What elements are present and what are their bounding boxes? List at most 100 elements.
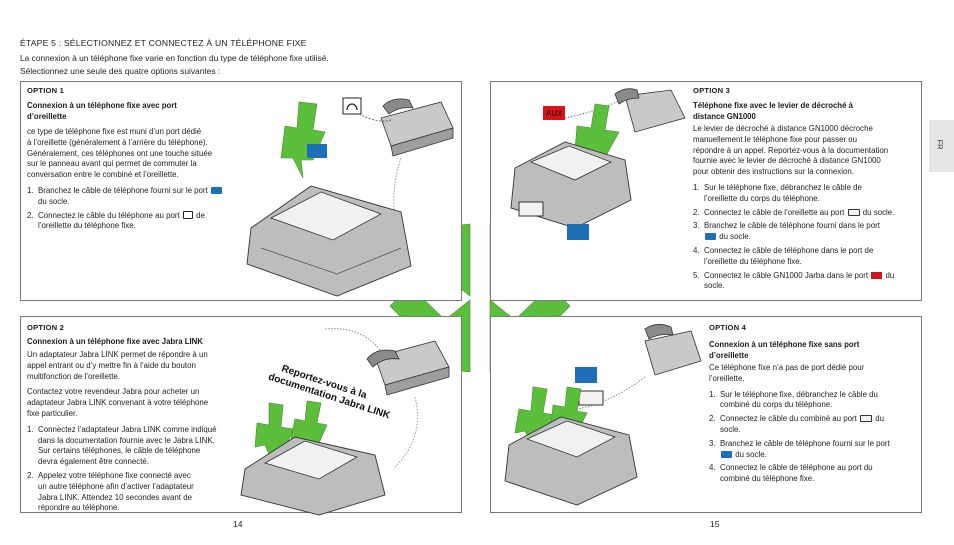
phone-port-icon <box>210 186 222 194</box>
step-text: Sur le téléphone fixe, débranchez le câb… <box>720 389 878 399</box>
step-item: 2.Connectez le câble de l’oreillette au … <box>693 207 895 217</box>
language-label: FR <box>935 139 945 150</box>
aux-port-icon <box>871 271 883 279</box>
step-text: Connectez le câble du téléphone au port <box>38 210 180 220</box>
para-line: Un adaptateur Jabra LINK permet de répon… <box>27 350 208 359</box>
step-title: ÉTAPE 5 : SÉLECTIONNEZ ET CONNECTEZ À UN… <box>20 38 307 48</box>
option1-heading: Connexion à un téléphone fixe avec port … <box>27 100 177 122</box>
base-station-icon <box>504 416 638 506</box>
handset-port-badge <box>518 201 544 217</box>
headset-port-icon <box>182 210 193 219</box>
headset-port-symbol <box>342 97 362 115</box>
step-text: Connectez le câble GN1000 Jarba dans le … <box>704 270 869 280</box>
step-text: du socle. <box>735 449 767 459</box>
para-line: adaptateur Jabra LINK convenant à votre … <box>27 398 209 408</box>
desc-line: manuellement le téléphone fixe pour pass… <box>693 134 858 144</box>
step-text: du socle. <box>719 232 751 242</box>
base-station-icon <box>246 185 412 297</box>
option4-illustration <box>504 324 702 506</box>
step-text: Branchez le câble de téléphone fourni su… <box>38 185 208 195</box>
green-arrow <box>280 101 326 179</box>
step-item: 1.Sur le téléphone fixe, débranchez le c… <box>709 389 878 410</box>
desk-phone-icon <box>380 98 454 157</box>
phone-port-badge <box>567 224 589 240</box>
step-text: Sur le téléphone fixe, débranchez le câb… <box>704 182 862 192</box>
desk-phone-icon <box>644 324 702 376</box>
handset-port-icon <box>847 208 860 216</box>
step-item: 4.Connectez le câble de téléphone au por… <box>709 463 873 484</box>
option4-panel: OPTION 4 Connexion à un téléphone fixe s… <box>490 316 922 513</box>
page-number-left: 14 <box>233 519 243 529</box>
step-text: du socle. <box>38 196 70 206</box>
callout-text: Reportez-vous à la documentation Jabra L… <box>267 363 392 421</box>
step-item: 1.Branchez le câble de téléphone fourni … <box>27 186 267 208</box>
desc-line: à l’oreillette (généralement à l’arrière… <box>27 137 208 147</box>
intro-line: La connexion à un téléphone fixe varie e… <box>20 53 329 63</box>
step-item: 2.Connectez le câble du téléphone au por… <box>27 210 205 231</box>
step-text: combiné du corps du téléphone. <box>720 400 833 410</box>
desc-line: conversation entre le combiné et l’oreil… <box>27 170 179 180</box>
step-text: combiné du téléphone fixe. <box>720 474 815 484</box>
step-text: Branchez le câble de téléphone fourni su… <box>720 438 890 448</box>
phone-port-badge <box>307 144 327 158</box>
desk-phone-icon <box>614 88 686 133</box>
heading-line: Connexion à un téléphone fixe sans port <box>709 340 860 349</box>
option2-body: Un adaptateur Jabra LINK permet de répon… <box>27 350 267 514</box>
phone-port-icon <box>721 450 732 458</box>
option3-illustration: AUX <box>510 88 686 240</box>
step-item: 3.Branchez le câble de téléphone fourni … <box>709 438 890 459</box>
desc-line: fournie avec le levier de décroché à dis… <box>693 156 881 166</box>
step-text: Connectez le câble de téléphone au port … <box>720 463 873 473</box>
aux-label: AUX <box>546 109 563 118</box>
step-text: Connectez le câble de l’oreillette au po… <box>704 207 845 217</box>
option2-panel: OPTION 2 Connexion à un téléphone fixe a… <box>20 316 462 516</box>
desc-line: Le levier de décroché à distance GN1000 … <box>693 124 873 133</box>
step-item: 5.Connectez le câble GN1000 Jarba dans l… <box>693 270 895 291</box>
step-text: Branchez le câble de téléphone fourni da… <box>704 221 880 231</box>
phone-port-badge <box>575 367 597 383</box>
option4-body: Ce téléphone fixe n’a pas de port dédié … <box>709 363 919 485</box>
intro-text: La connexion à un téléphone fixe varie e… <box>20 52 329 78</box>
heading-line: distance GN1000 <box>693 112 756 121</box>
desc-line: Ce téléphone fixe n’a pas de port dédié … <box>709 363 865 372</box>
step-text: devra également être connecté. <box>38 457 149 467</box>
step-text: un autre téléphone afin d’activer l’adap… <box>38 481 194 491</box>
option2-label: OPTION 2 <box>27 323 65 332</box>
step-item: 1.Sur le téléphone fixe, débranchez le c… <box>693 182 862 203</box>
step-text: du <box>875 414 885 424</box>
option2-heading: Connexion à un téléphone fixe avec Jabra… <box>27 337 203 346</box>
step-text: Appelez votre téléphone fixe connecté av… <box>38 470 191 480</box>
step-text: répondre au téléphone. <box>38 503 120 513</box>
step-text: dans la documentation fournie avec le Ja… <box>38 435 215 445</box>
step-text: Sur certains téléphones, le câble de tél… <box>38 446 201 456</box>
option1-label: OPTION 1 <box>27 86 65 95</box>
desc-line: Généralement, ces téléphones ont une tou… <box>27 148 213 158</box>
intro-line: Sélectionnez une seule des quatre option… <box>20 66 221 76</box>
option4-label: OPTION 4 <box>709 323 747 332</box>
desc-line: sur le panneau avant qui permet de commu… <box>27 159 197 169</box>
option4-heading: Connexion à un téléphone fixe sans port … <box>709 339 859 361</box>
step-item: 2. Appelez votre téléphone fixe connecté… <box>27 470 194 513</box>
desc-line: répondre à un appel. Reportez-vous à la … <box>693 145 889 155</box>
phone-port-icon <box>705 233 716 241</box>
para-line: fixe particulier. <box>27 408 78 418</box>
handset-port-icon <box>860 415 873 423</box>
heading-line: Téléphone fixe avec le levier de décroch… <box>693 101 853 110</box>
heading-line: Connexion à un téléphone fixe avec port <box>27 101 177 110</box>
step-text: Connectez le câble de téléphone dans le … <box>704 245 874 255</box>
heading-line: d’oreillette <box>27 112 67 121</box>
desc-line: ce type de téléphone fixe est muni d’un … <box>27 127 202 136</box>
para-line: multifonction de l’oreillette. <box>27 371 120 381</box>
para-line: Contactez votre revendeur Jabra pour ach… <box>27 387 200 397</box>
step-text: Connectez l’adaptateur Jabra LINK comme … <box>38 424 217 434</box>
step-text: socle. <box>720 424 741 434</box>
step-item: 4.Connectez le câble de téléphone dans l… <box>693 245 874 266</box>
option1-body: ce type de téléphone fixe est muni d’un … <box>27 127 267 232</box>
step-text: Jabra LINK. Attendez 10 secondes avant d… <box>38 492 192 502</box>
desc-line: pour obtenir des instructions sur la con… <box>693 167 854 177</box>
page-number-right: 15 <box>710 519 720 529</box>
step-text: du <box>885 270 895 280</box>
para-line: appel entrant ou d’y mettre fin à l’aide… <box>27 360 196 370</box>
step-text: Connectez le câble du combiné au port <box>720 414 857 424</box>
option2-illustration: Reportez-vous à la documentation Jabra L… <box>240 328 450 516</box>
